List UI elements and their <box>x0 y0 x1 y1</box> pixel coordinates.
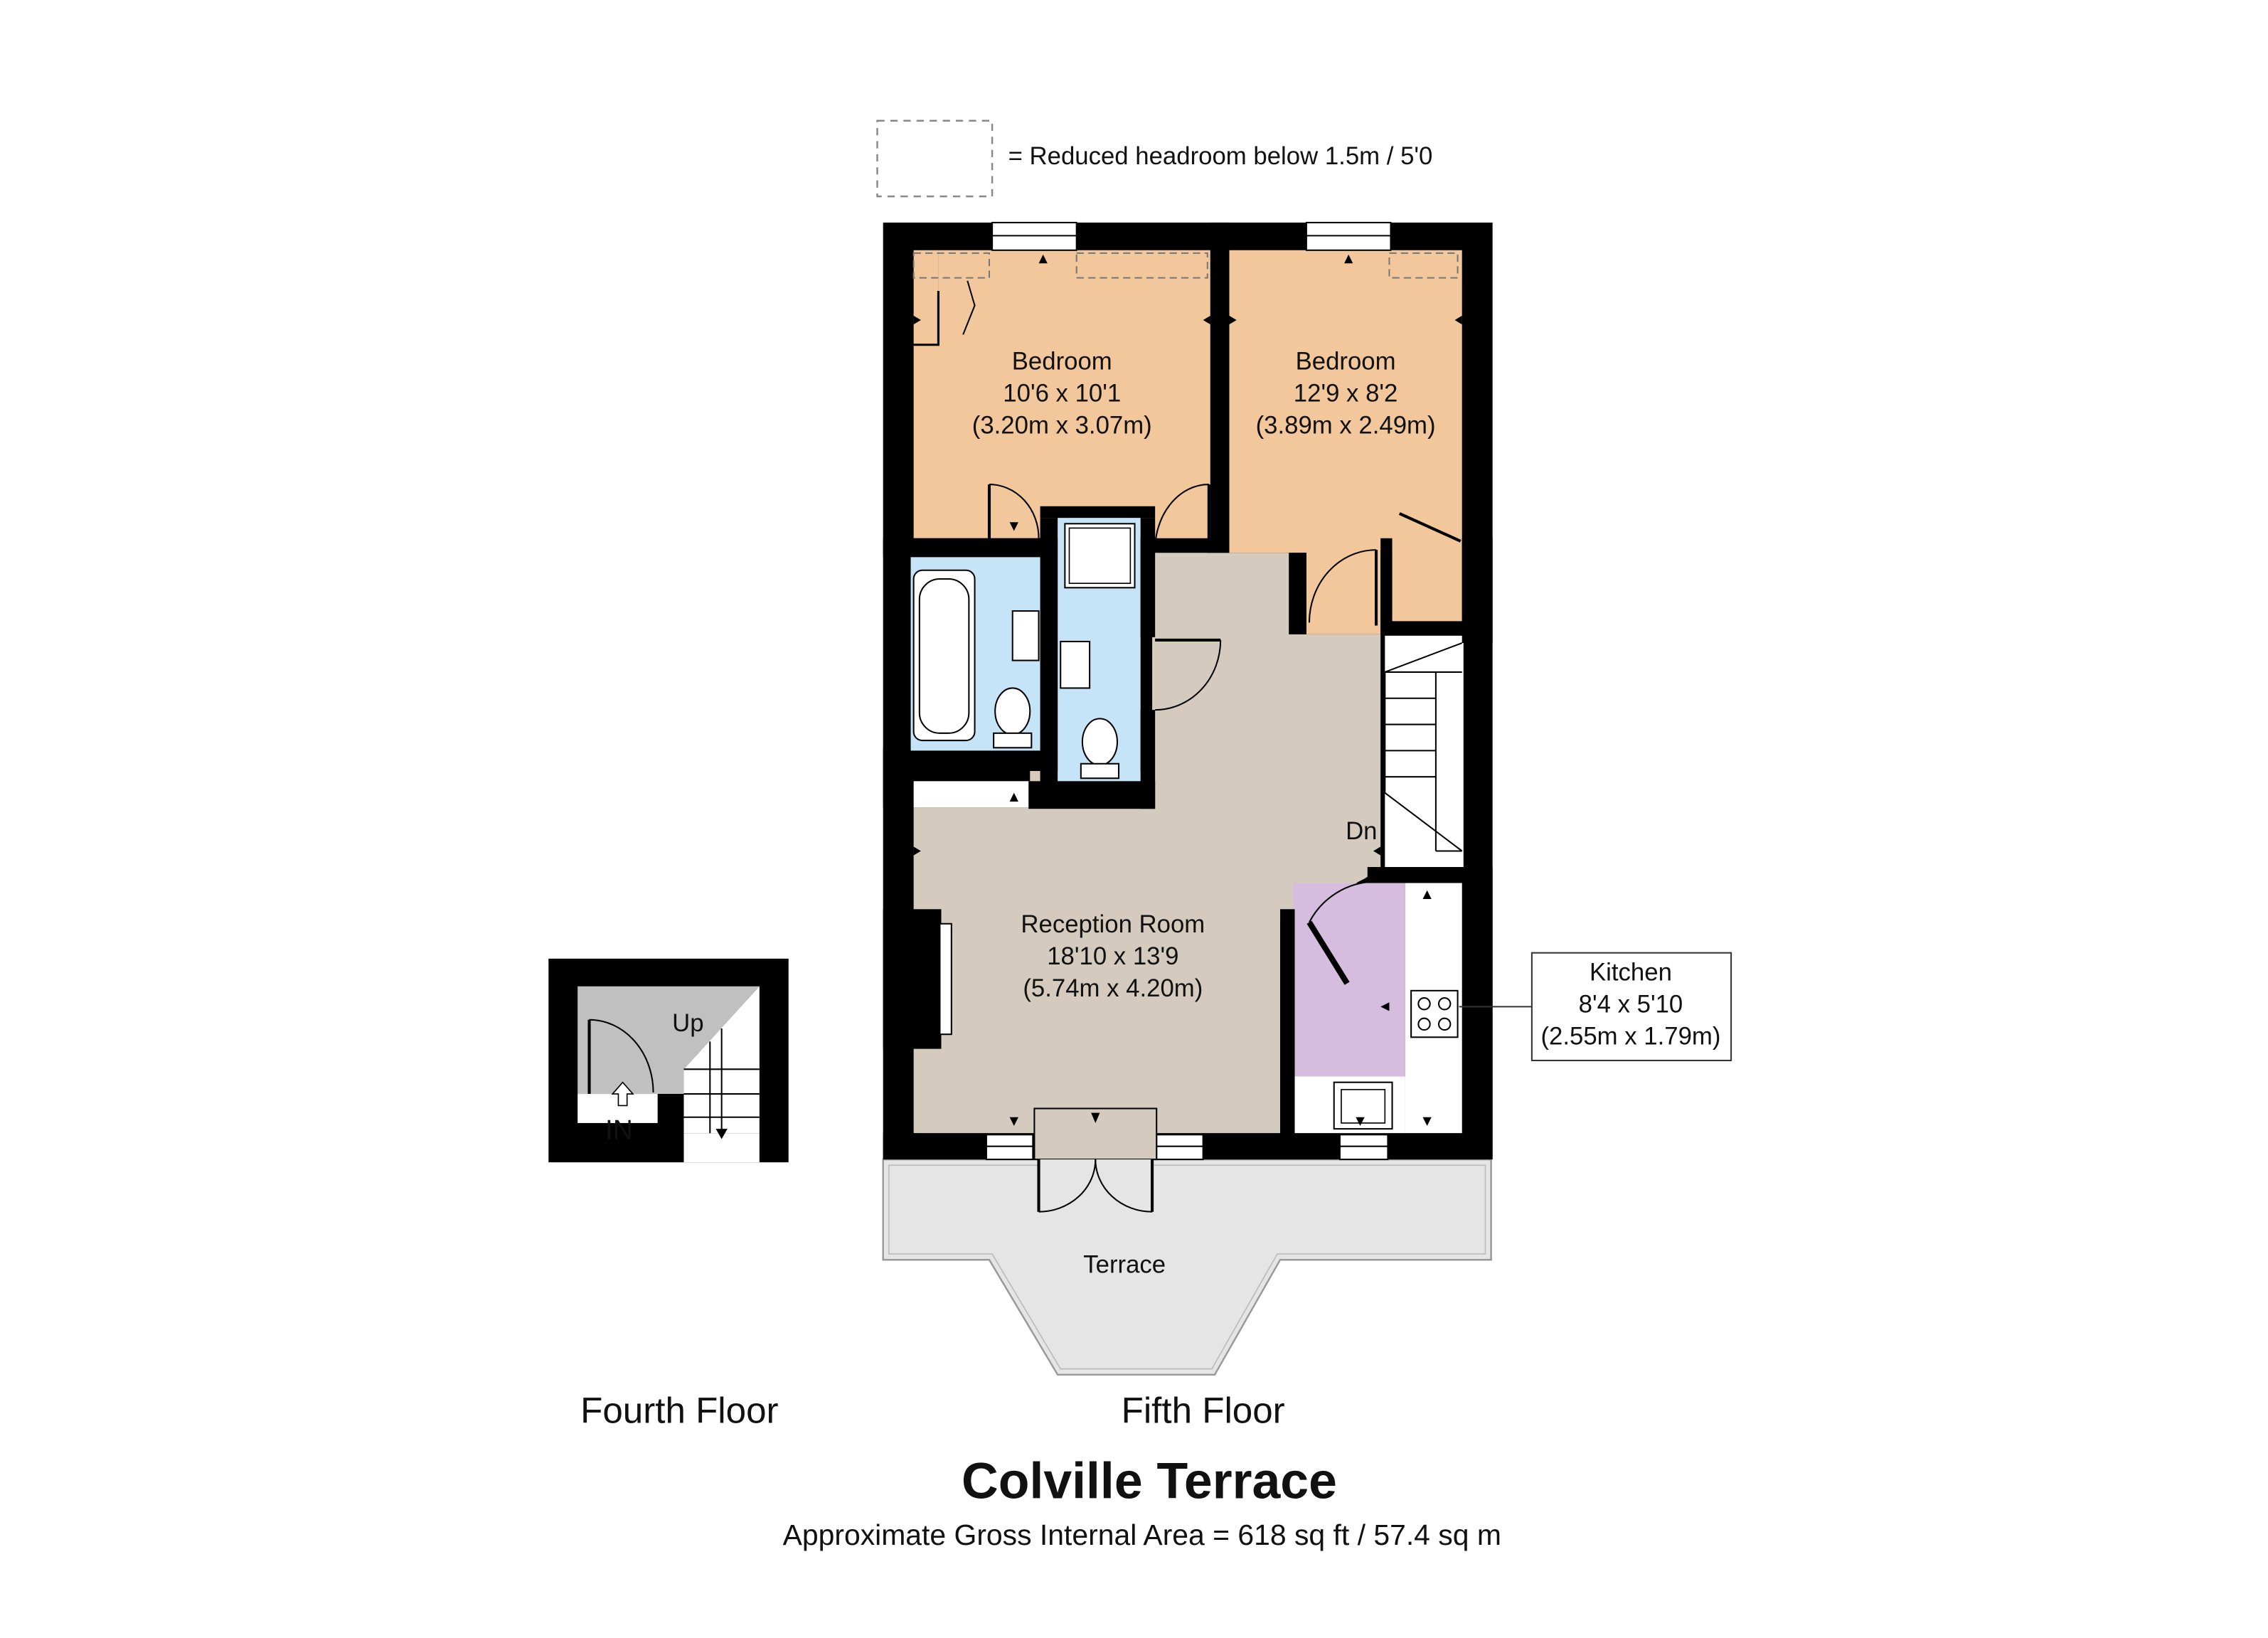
toilet-2 <box>1081 718 1119 766</box>
legend-dashed-box <box>876 119 994 198</box>
stairs-down-label: Dn <box>1346 818 1377 845</box>
fourth-floor-label: Fourth Floor <box>580 1390 778 1430</box>
reception-size-imperial: 18'10 x 13'9 <box>1047 943 1178 970</box>
entrance-label: IN <box>605 1115 633 1145</box>
reception-name: Reception Room <box>1021 911 1205 938</box>
bedroom-2-name: Bedroom <box>1296 349 1396 376</box>
kitchen-label-box <box>1530 952 1732 1062</box>
bedroom-2-floor <box>1229 250 1462 634</box>
staircase-area <box>1385 635 1464 869</box>
measurement-markers <box>913 254 1462 1127</box>
bedroom-1-size-imperial: 10'6 x 10'1 <box>1003 381 1121 408</box>
reception-size-metric: (5.74m x 4.20m) <box>1023 975 1203 1002</box>
hob <box>1410 989 1459 1038</box>
basin-1 <box>1011 610 1040 661</box>
bedroom-1-name: Bedroom <box>1012 349 1112 376</box>
kitchen-name: Kitchen <box>1590 959 1672 986</box>
door-bedroom-1b <box>1154 484 1210 553</box>
staircase-treads <box>1384 642 1463 852</box>
terrace-area <box>882 1158 1492 1376</box>
toilet-1 <box>994 687 1031 735</box>
chimney-breast <box>883 909 942 1049</box>
fourth-floor-entrance <box>548 958 789 1163</box>
door-bedroom-2 <box>1308 549 1378 626</box>
property-title: Colville Terrace <box>962 1453 1337 1510</box>
terrace-name: Terrace <box>1083 1252 1166 1279</box>
gross-internal-area: Approximate Gross Internal Area = 618 sq… <box>783 1519 1501 1551</box>
bath <box>912 569 976 742</box>
bedroom-1-floor <box>913 250 1210 538</box>
kitchen-size-imperial: 8'4 x 5'10 <box>1579 991 1683 1019</box>
stairs-up-label: Up <box>672 1010 703 1037</box>
basin-2 <box>1060 640 1091 689</box>
bedroom-1-size-metric: (3.20m x 3.07m) <box>972 412 1152 439</box>
kitchen-floor <box>1293 883 1405 1077</box>
legend-text: = Reduced headroom below 1.5m / 5'0 <box>1008 143 1433 170</box>
shower-tray <box>1064 523 1136 589</box>
fifth-floor-label: Fifth Floor <box>1122 1390 1285 1430</box>
door-shower-room <box>1155 638 1222 711</box>
bedroom-2-size-metric: (3.89m x 2.49m) <box>1256 412 1436 439</box>
bedroom-2-size-imperial: 12'9 x 8'2 <box>1294 381 1398 408</box>
reception-floor <box>913 553 1381 1134</box>
kitchen-size-metric: (2.55m x 1.79m) <box>1540 1023 1720 1051</box>
door-bedroom-1 <box>987 484 1040 538</box>
door-kitchen <box>1306 881 1375 985</box>
door-wardrobe-bedroom-2 <box>1398 512 1462 543</box>
